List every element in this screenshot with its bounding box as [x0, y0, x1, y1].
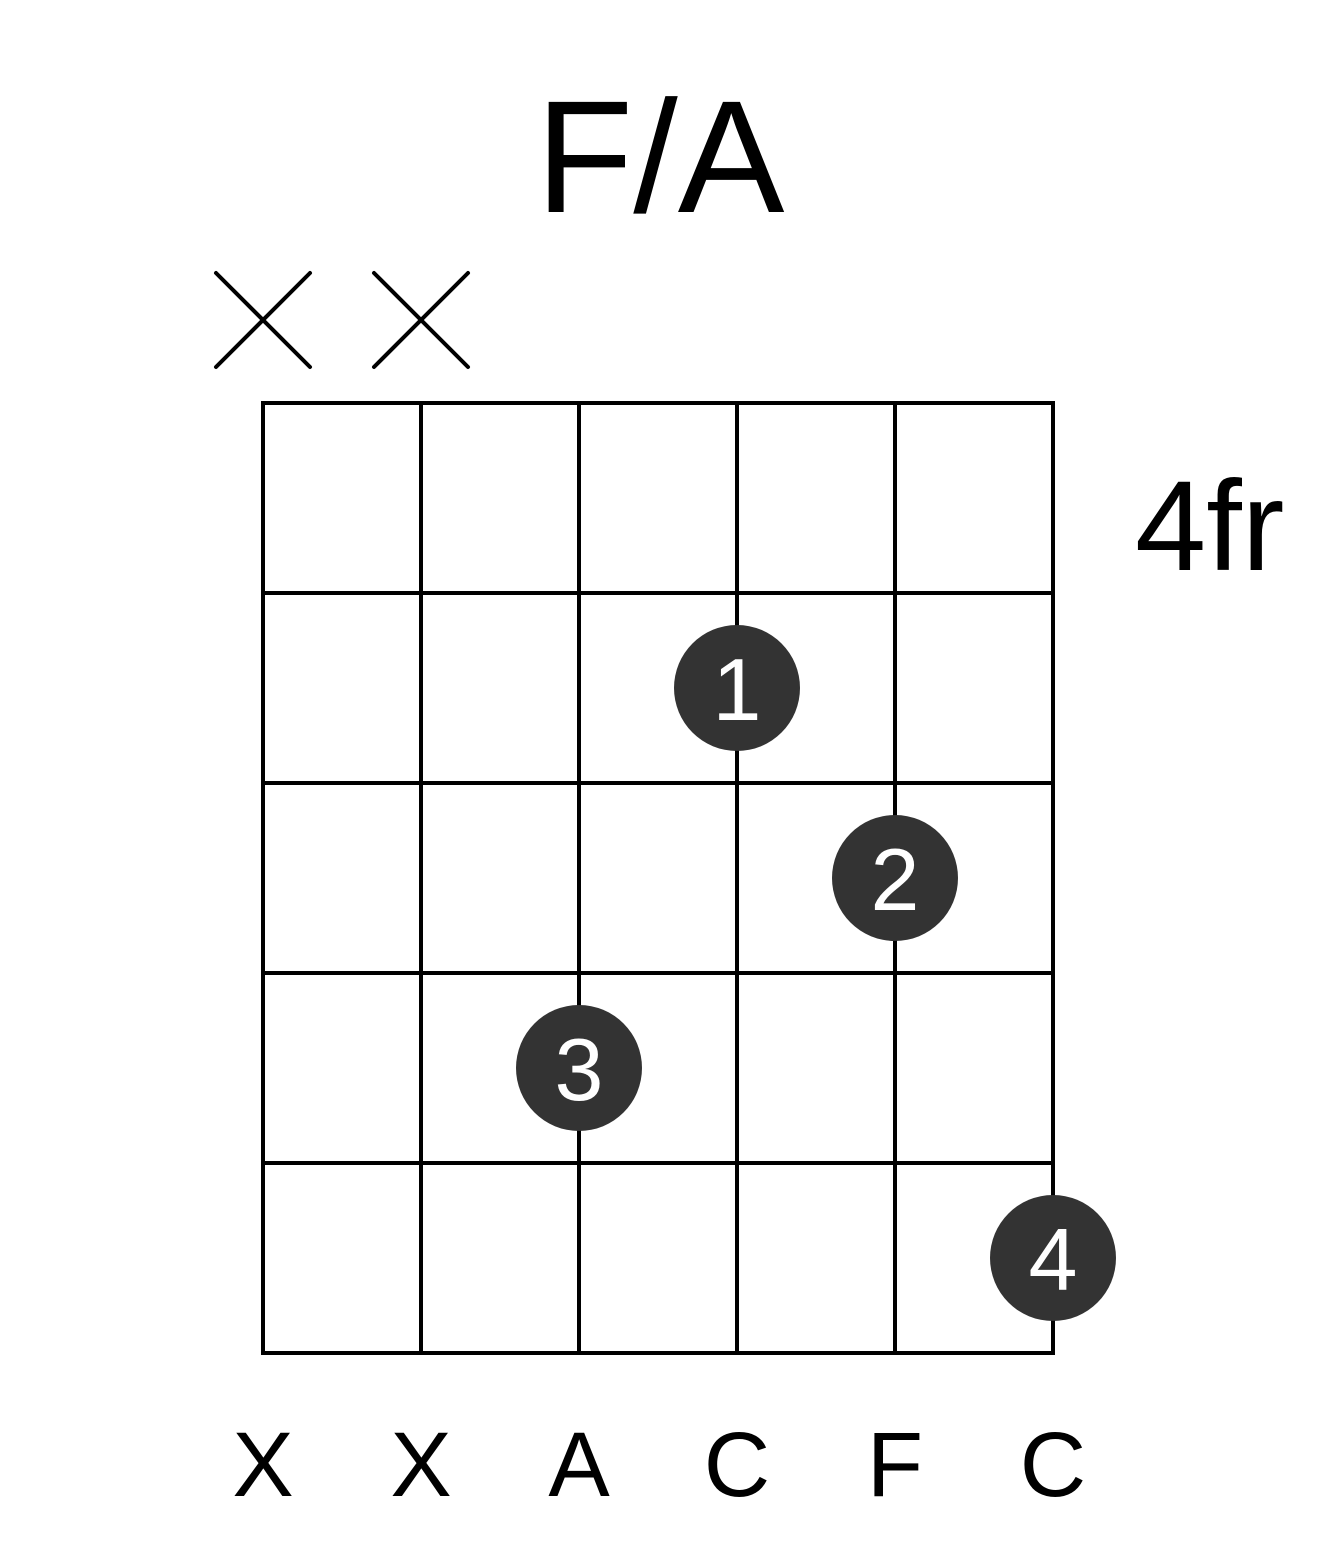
string-note-label: C — [1020, 1414, 1086, 1516]
muted-string-x-icon — [214, 271, 312, 369]
string-note-label: A — [548, 1414, 610, 1516]
start-fret-label: 4fr — [1135, 455, 1284, 598]
muted-string-x-icon — [372, 271, 470, 369]
finger-dot: 4 — [990, 1195, 1116, 1321]
string-note-label: F — [867, 1414, 923, 1516]
string-note-label: C — [704, 1414, 770, 1516]
string-note-label: X — [390, 1414, 451, 1516]
finger-positions: 1 2 3 4 — [516, 625, 1116, 1321]
finger-number: 1 — [713, 640, 762, 739]
chord-title: F/A — [536, 67, 785, 246]
finger-dot: 3 — [516, 1005, 642, 1131]
finger-dot-circle — [832, 815, 958, 941]
fretboard-grid — [261, 401, 1055, 1355]
muted-markers — [214, 271, 470, 369]
finger-dot-circle — [516, 1005, 642, 1131]
finger-dot-circle — [990, 1195, 1116, 1321]
finger-dot: 1 — [674, 625, 800, 751]
finger-number: 4 — [1029, 1210, 1078, 1309]
finger-dot: 2 — [832, 815, 958, 941]
finger-dot-circle — [674, 625, 800, 751]
string-note-label: X — [232, 1414, 293, 1516]
finger-number: 3 — [555, 1020, 604, 1119]
finger-number: 2 — [871, 830, 920, 929]
